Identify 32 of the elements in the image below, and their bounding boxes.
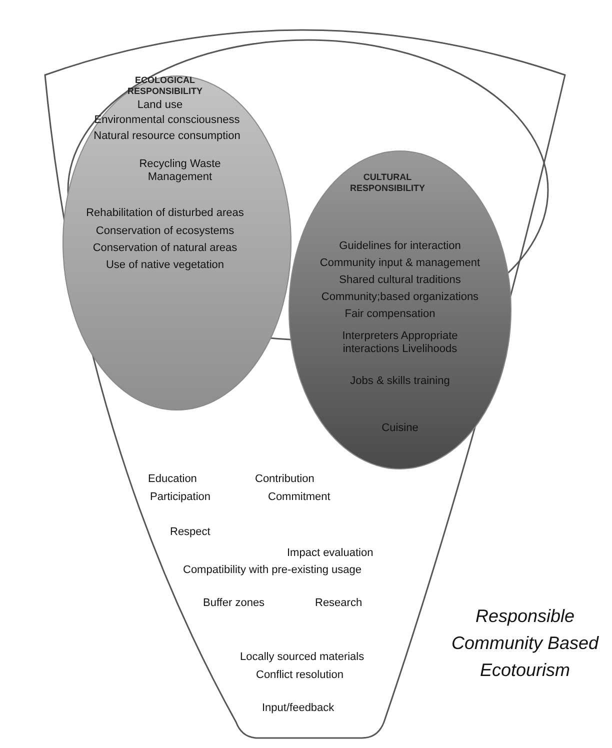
list-item: Shared cultural traditions [338, 274, 462, 287]
list-item: Community input & management [318, 257, 482, 270]
list-item: Buffer zones [203, 597, 265, 610]
list-item: Cuisine [380, 422, 420, 435]
list-item: Fair compensation [344, 308, 436, 321]
list-item: Land use [136, 99, 184, 112]
diagram-title: Responsible Community Based Ecotourism [450, 605, 600, 682]
list-item: Input/feedback [262, 702, 334, 715]
list-item: Conservation of natural areas [92, 242, 238, 255]
list-item: Locally sourced materials [240, 651, 364, 664]
list-item: Guidelines for interaction [338, 240, 462, 253]
section-heading: CULTURAL RESPONSIBILITY [348, 172, 426, 194]
responsibility-oval [62, 75, 292, 411]
list-item: Education [148, 473, 197, 486]
list-item: Recycling Waste Management [138, 158, 222, 184]
list-item: Compatibility with pre-existing usage [183, 564, 362, 577]
list-item: Use of native vegetation [104, 259, 226, 272]
list-item: Contribution [255, 473, 314, 486]
list-item: Research [315, 597, 362, 610]
list-item: Community;based organizations [320, 291, 480, 304]
list-item: Conservation of ecosystems [94, 225, 236, 238]
list-item: Rehabilitation of disturbed areas [85, 207, 245, 220]
list-item: Respect [170, 526, 210, 539]
list-item: Conflict resolution [256, 669, 344, 682]
list-item: Participation [150, 491, 211, 504]
responsibility-oval [288, 150, 512, 470]
list-item: Impact evaluation [287, 547, 374, 560]
list-item: Environmental consciousness [93, 114, 241, 127]
list-item: Jobs & skills training [349, 375, 451, 388]
list-item: Natural resource consumption [92, 130, 242, 143]
list-item: Commitment [268, 491, 330, 504]
list-item: Interpreters Appropriate interactions Livelihoods [341, 330, 459, 356]
